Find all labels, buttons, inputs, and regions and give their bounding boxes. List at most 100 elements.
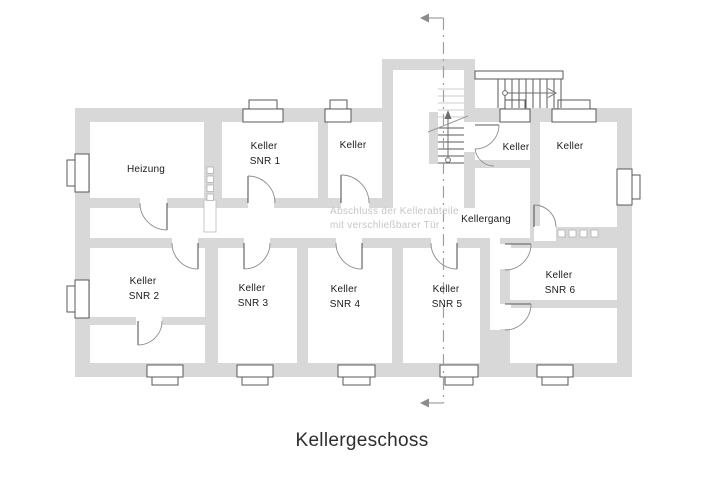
walk-start-dot	[445, 157, 451, 163]
wall-segment	[90, 198, 393, 208]
wall-segment	[205, 238, 218, 363]
flue-square	[206, 193, 214, 201]
door-snr2-subroom	[137, 320, 163, 346]
wall-segment	[475, 160, 530, 168]
wall-segment	[510, 300, 618, 308]
passage-opening	[490, 237, 500, 249]
door-opening	[140, 197, 167, 209]
room-label-heizung: Heizung	[127, 164, 165, 175]
window-frame	[616, 168, 633, 206]
staircase-exterior	[474, 70, 564, 108]
window-symbol	[337, 364, 376, 386]
watermark-line1: Abschluss der Kellerabteile	[330, 206, 459, 217]
window-frame	[337, 364, 376, 378]
door-swing-arc	[340, 174, 370, 204]
window-sill	[557, 99, 591, 110]
window-sill	[342, 376, 371, 386]
window-sill	[241, 376, 269, 386]
window-symbol	[236, 364, 274, 386]
room-label-snr4-line2: SNR 4	[330, 299, 361, 310]
flue-square	[568, 229, 577, 238]
room-label-snr1-line1: Keller	[251, 141, 278, 152]
flue-square	[579, 229, 588, 238]
window-symbol	[242, 99, 284, 123]
duct-shaft	[203, 199, 217, 233]
door-swing-arc	[335, 242, 363, 270]
door-swing-arc	[504, 303, 532, 331]
window-sill	[504, 99, 526, 110]
door-swing-arc	[533, 204, 557, 228]
window-frame	[242, 108, 284, 123]
room-label-keller-small: Keller	[503, 142, 530, 153]
walk-arrow-icon	[547, 88, 558, 98]
window-frame	[439, 364, 479, 378]
door-snr4	[335, 242, 363, 270]
window-sill	[541, 376, 569, 386]
window-frame	[324, 108, 352, 123]
section-arrow-icon	[420, 398, 429, 408]
wall-segment	[464, 59, 475, 122]
room-label-snr1-line2: SNR 1	[250, 156, 281, 167]
stair-treads	[438, 127, 464, 164]
stair-spine-wall	[429, 112, 438, 164]
room-label-snr2-line2: SNR 2	[129, 291, 160, 302]
window-symbol	[324, 99, 352, 123]
wall-segment	[490, 330, 510, 363]
door-swing-arc	[137, 320, 163, 346]
door-swing-arc	[243, 242, 271, 270]
room-label-snr6-line2: SNR 6	[545, 285, 576, 296]
door-opening	[136, 316, 162, 326]
room-label-keller-mid: Keller	[340, 140, 367, 151]
door-swing-arc	[171, 242, 199, 270]
section-arrow-icon	[420, 13, 429, 23]
room-label-snr3-line2: SNR 3	[238, 298, 269, 309]
door-openings	[136, 70, 556, 329]
wall-segment	[382, 122, 393, 208]
window-sill	[151, 376, 179, 386]
door-keller-right	[533, 204, 557, 228]
flue-square	[206, 166, 214, 174]
door-swing-arc	[430, 242, 458, 270]
staircase-interior	[427, 88, 469, 164]
window-frame	[536, 364, 574, 378]
window-frame	[236, 364, 274, 378]
room-label-keller-right: Keller	[557, 141, 584, 152]
door-snr2	[171, 242, 199, 270]
room-label-snr6-line1: Keller	[546, 270, 573, 281]
stair-treads-above-cut	[438, 88, 464, 118]
walk-start-dot	[502, 90, 508, 96]
room-label-snr3-line1: Keller	[239, 283, 266, 294]
door-opening	[244, 237, 270, 249]
walls	[75, 59, 632, 377]
wall-segment	[500, 238, 510, 333]
room-label-snr2-line1: Keller	[130, 276, 157, 287]
door-stairwell-double-swing	[474, 124, 500, 167]
door-snr3	[243, 242, 271, 270]
door-snr5	[430, 242, 458, 270]
door-opening	[534, 226, 556, 241]
door-swing-arc	[247, 175, 276, 204]
window-frame	[146, 364, 184, 378]
door-snr1	[247, 175, 276, 204]
wall-segment	[297, 238, 308, 363]
door-opening	[341, 197, 369, 209]
wall-segment	[464, 152, 475, 208]
door-heizung	[139, 202, 168, 231]
window-frame	[74, 153, 90, 193]
flue-square	[590, 229, 599, 238]
window-frame	[551, 108, 597, 123]
wall-segment	[318, 122, 328, 206]
door-opening	[248, 197, 274, 209]
wall-segment	[75, 108, 90, 377]
wall-segment	[617, 108, 632, 377]
room-label-snr5-line1: Keller	[433, 284, 460, 295]
wall-segment	[480, 238, 490, 363]
window-symbol	[66, 153, 90, 193]
window-sill	[248, 99, 278, 110]
door-swing-arc	[474, 124, 500, 150]
window-symbol	[616, 168, 641, 206]
room-label-snr4-line1: Keller	[331, 284, 358, 295]
wall-segment	[530, 122, 540, 240]
wall-segment	[382, 59, 475, 70]
